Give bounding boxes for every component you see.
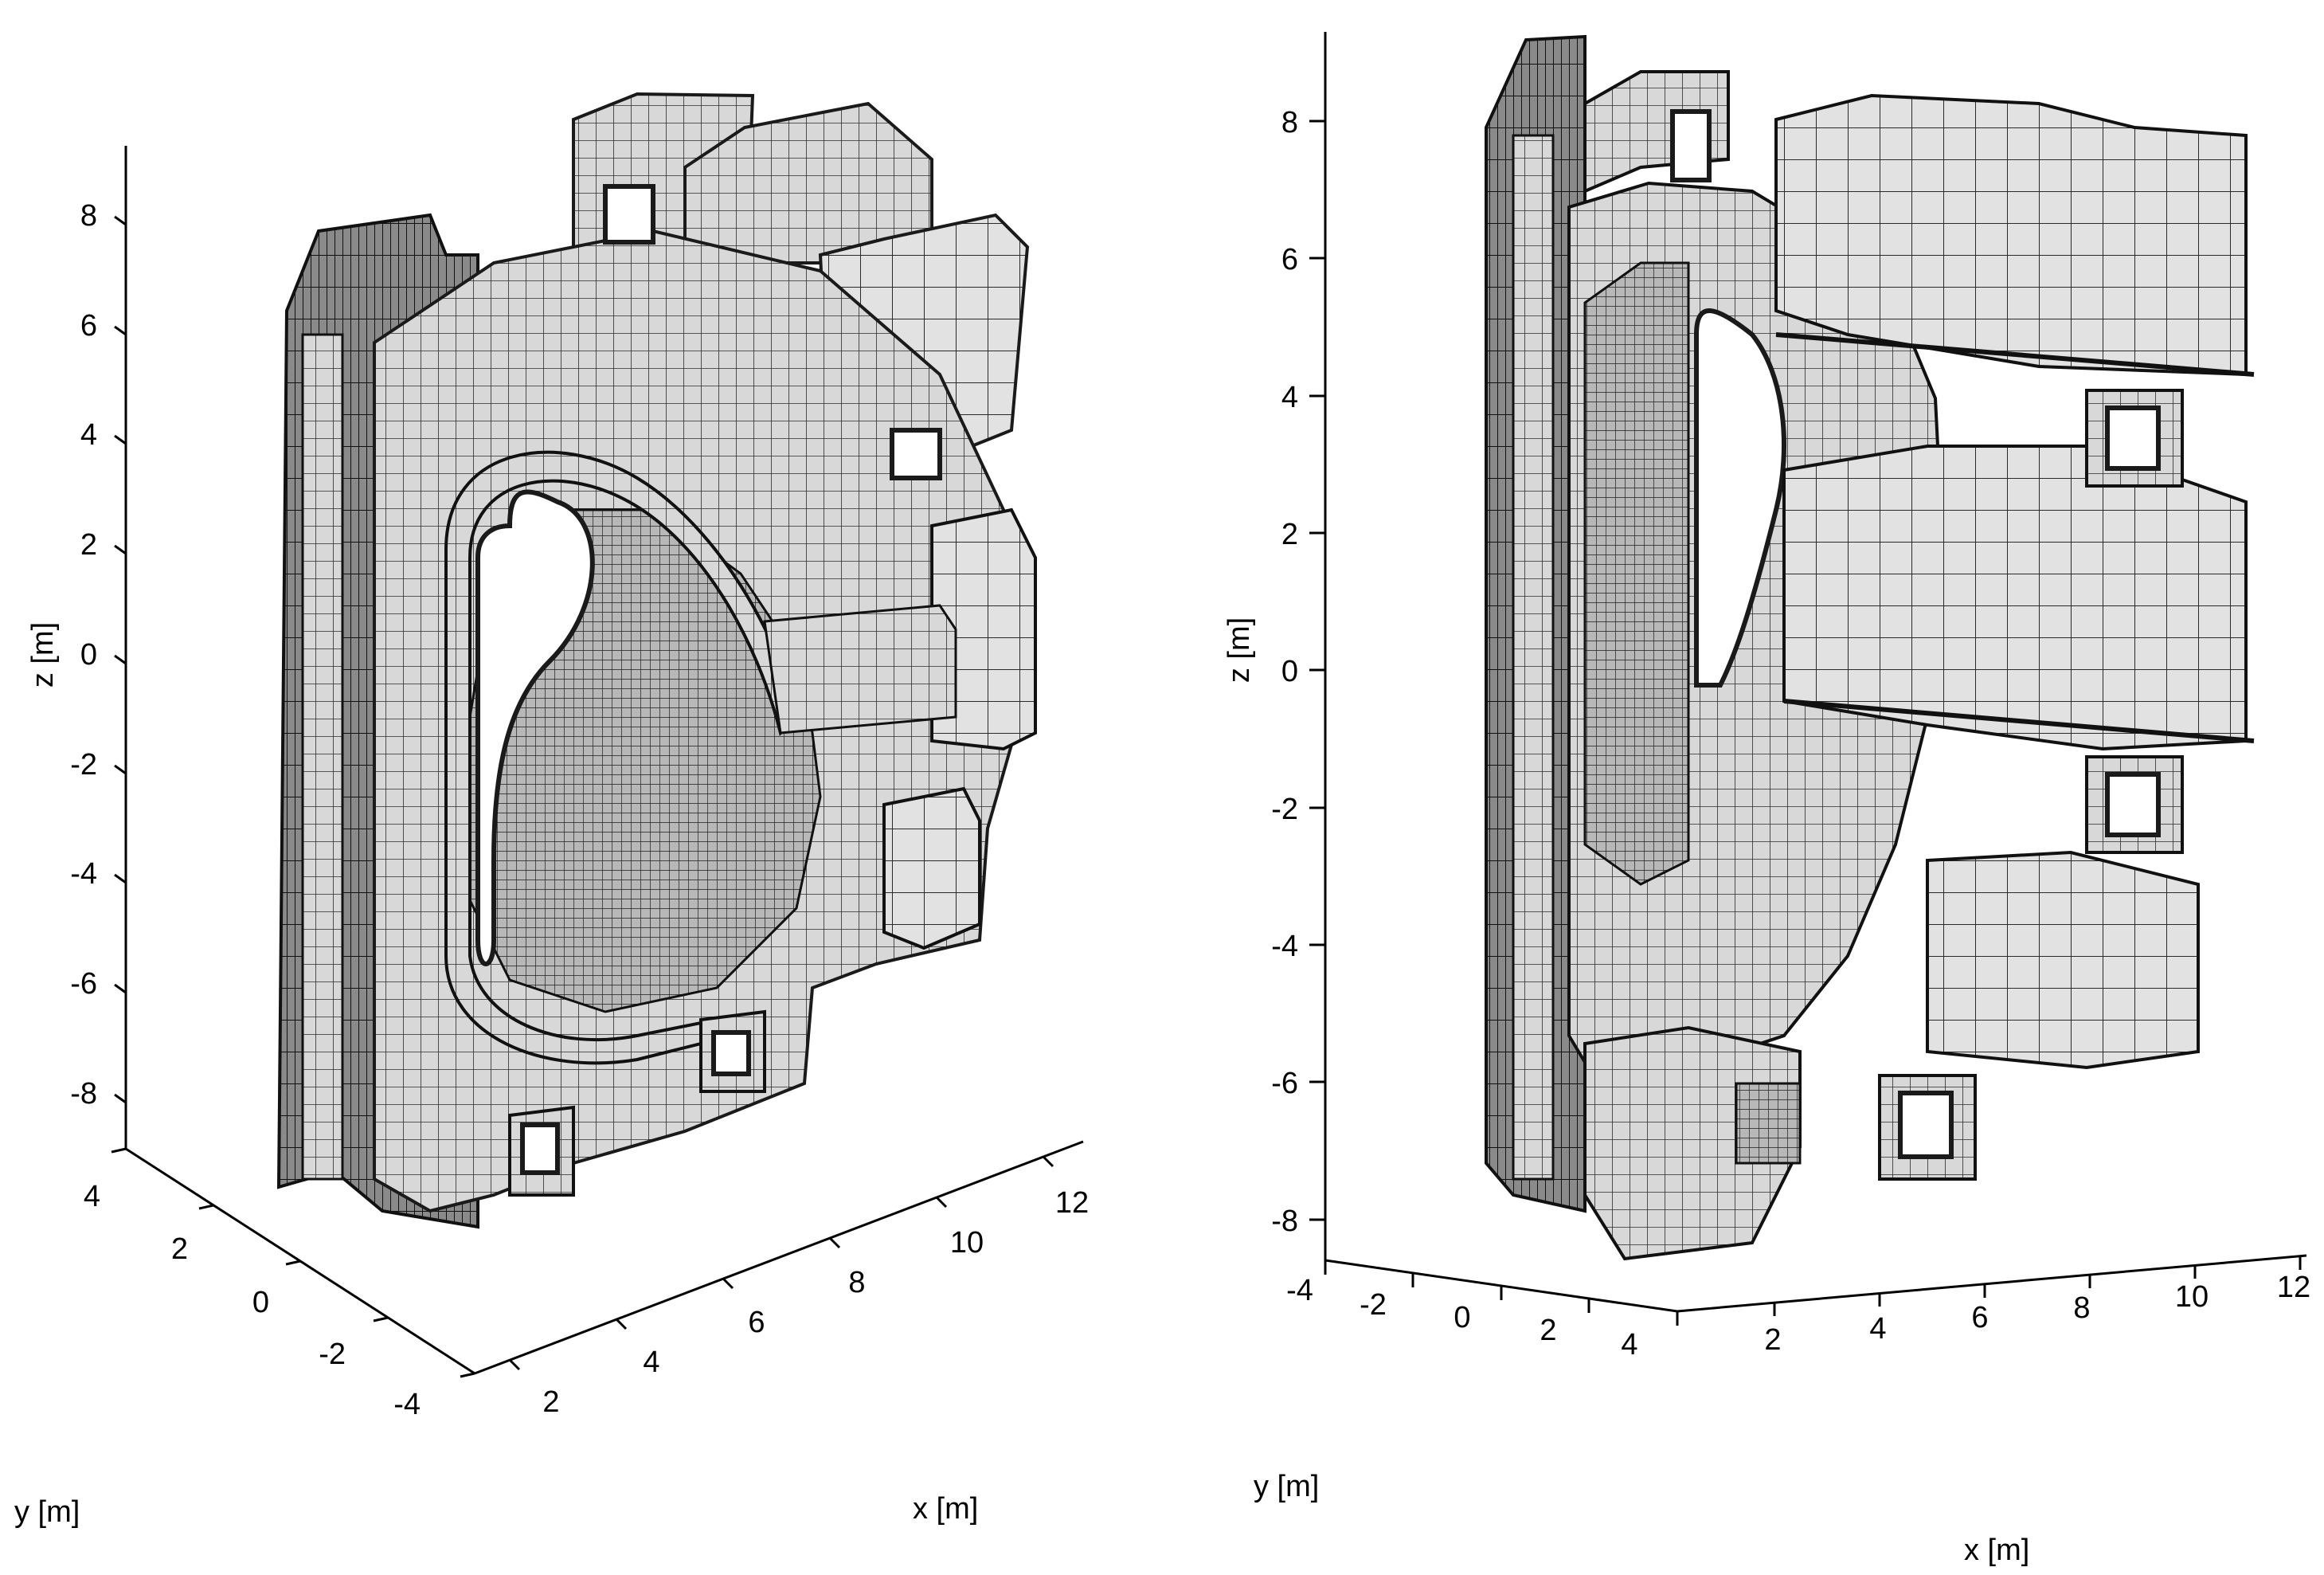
left-panel: 8 6 4 2 0 -2 -4 -6 -8 z [m] 4 2 0 -2 -4 … (14, 92, 1089, 1529)
right-z-tick-label: -8 (1271, 1205, 1298, 1238)
left-x-tick-label: 6 (748, 1306, 765, 1339)
right-z-tick-label: 6 (1281, 243, 1298, 276)
right-y-tick-label: 2 (1540, 1314, 1556, 1347)
left-x-axis-line (474, 1140, 1084, 1375)
left-x-ticks: 2 4 6 8 10 12 (508, 1155, 1089, 1419)
left-x-axis-title: x [m] (913, 1492, 978, 1526)
left-z-tick-label: -4 (70, 857, 97, 891)
right-vessel-opening (1694, 308, 1786, 688)
left-z-tick-label: -8 (70, 1077, 97, 1111)
left-z-ticks: 8 6 4 2 0 -2 -4 -6 -8 (70, 199, 127, 1111)
left-y-ticks: 4 2 0 -2 -4 (84, 1147, 475, 1421)
left-y-tick-label: 0 (252, 1286, 269, 1319)
right-z-axis-title: z [m] (1223, 617, 1256, 683)
right-z-tick-label: -4 (1271, 930, 1298, 963)
right-z-tick-label: 0 (1281, 655, 1298, 688)
right-y-axis-title: y [m] (1254, 1470, 1319, 1503)
right-y-tick-label: 0 (1453, 1301, 1470, 1334)
left-z-tick-label: 4 (80, 418, 97, 452)
right-x-tick-label: 4 (1869, 1312, 1886, 1346)
right-z-ticks: 8 6 4 2 0 -2 -4 -6 -8 (1271, 106, 1325, 1238)
right-panel: 8 6 4 2 0 -2 -4 -6 -8 z [m] -4 -2 0 2 4 … (1223, 32, 2310, 1567)
right-z-tick-label: 2 (1281, 518, 1298, 551)
left-y-tick-label: 2 (171, 1232, 188, 1266)
left-y-axis-title: y [m] (14, 1495, 80, 1529)
right-y-tick-label: 4 (1621, 1328, 1637, 1361)
right-x-tick-label: 2 (1764, 1323, 1781, 1357)
left-z-tick-label: 6 (80, 309, 97, 343)
left-z-tick-label: -2 (70, 748, 97, 782)
left-x-tick-label: 12 (1055, 1186, 1089, 1220)
left-z-tick-label: -6 (70, 967, 97, 1001)
right-z-tick-label: 8 (1281, 106, 1298, 139)
left-x-tick-label: 10 (950, 1226, 984, 1260)
left-tokamak-mesh-model (276, 92, 1037, 1229)
right-z-tick-label: -2 (1271, 793, 1298, 826)
right-tokamak-mesh-model (1485, 34, 2255, 1261)
right-x-axis-title: x [m] (1964, 1534, 2029, 1567)
right-x-tick-label: 6 (1971, 1301, 1988, 1334)
left-y-tick-label: -4 (393, 1388, 421, 1421)
left-x-tick-label: 2 (542, 1385, 559, 1419)
right-x-tick-label: 12 (2277, 1271, 2310, 1304)
left-x-tick-label: 8 (848, 1266, 865, 1299)
left-vessel-opening (475, 489, 595, 966)
left-z-axis-title: z [m] (26, 622, 60, 688)
left-z-tick-label: 2 (80, 528, 97, 562)
left-z-tick-label: 0 (80, 638, 97, 672)
right-x-tick-label: 8 (2073, 1291, 2090, 1325)
right-x-tick-label: 10 (2175, 1280, 2209, 1314)
right-y-ticks: -4 -2 0 2 4 (1286, 1260, 1679, 1361)
left-z-tick-label: 8 (80, 199, 97, 233)
right-x-ticks: 2 4 6 8 10 12 (1764, 1256, 2310, 1357)
right-z-tick-label: 4 (1281, 381, 1298, 414)
left-x-tick-label: 4 (643, 1346, 659, 1379)
right-y-tick-label: -2 (1360, 1288, 1387, 1322)
left-y-tick-label: -2 (319, 1338, 346, 1371)
right-y-tick-label: -4 (1286, 1274, 1313, 1307)
left-y-tick-label: 4 (84, 1180, 100, 1213)
right-z-tick-label: -6 (1271, 1067, 1298, 1100)
right-x-axis-line (1676, 1254, 2307, 1313)
